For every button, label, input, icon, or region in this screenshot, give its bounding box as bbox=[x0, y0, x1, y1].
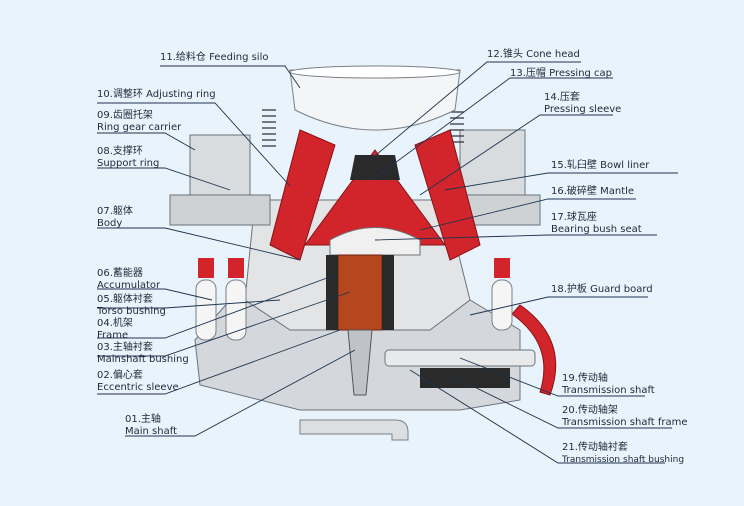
guard-board bbox=[511, 304, 557, 396]
transmission-shaft-frame bbox=[420, 368, 510, 388]
label-adjusting-ring: 10.调整环 Adjusting ring bbox=[97, 89, 216, 100]
gear-carrier-right bbox=[459, 129, 526, 196]
gear-carrier-left bbox=[189, 134, 251, 196]
cone-head bbox=[350, 155, 400, 180]
leader-lines bbox=[97, 61, 678, 464]
crusher-illustration bbox=[169, 65, 557, 441]
drain-pipe bbox=[299, 419, 409, 441]
support-ring-left bbox=[169, 194, 271, 226]
label-feeding-silo: 11.给料仓 Feeding silo bbox=[160, 52, 269, 63]
label-pressing-cap: 13.压帽 Pressing cap bbox=[510, 68, 613, 79]
feeding-silo bbox=[289, 69, 461, 131]
springs bbox=[262, 109, 464, 147]
main-shaft bbox=[347, 329, 373, 396]
label-mantle: 16.破碎壁 Mantle bbox=[551, 186, 635, 197]
label-guard-board: 18.护板 Guard board bbox=[551, 284, 653, 295]
label-cone-head: 12.锥头 Cone head bbox=[487, 49, 580, 60]
mainshaft-bushing bbox=[337, 254, 383, 331]
bearing-bush-seat bbox=[329, 227, 421, 256]
label-bowl-liner: 15.轧臼壁 Bowl liner bbox=[551, 160, 650, 171]
